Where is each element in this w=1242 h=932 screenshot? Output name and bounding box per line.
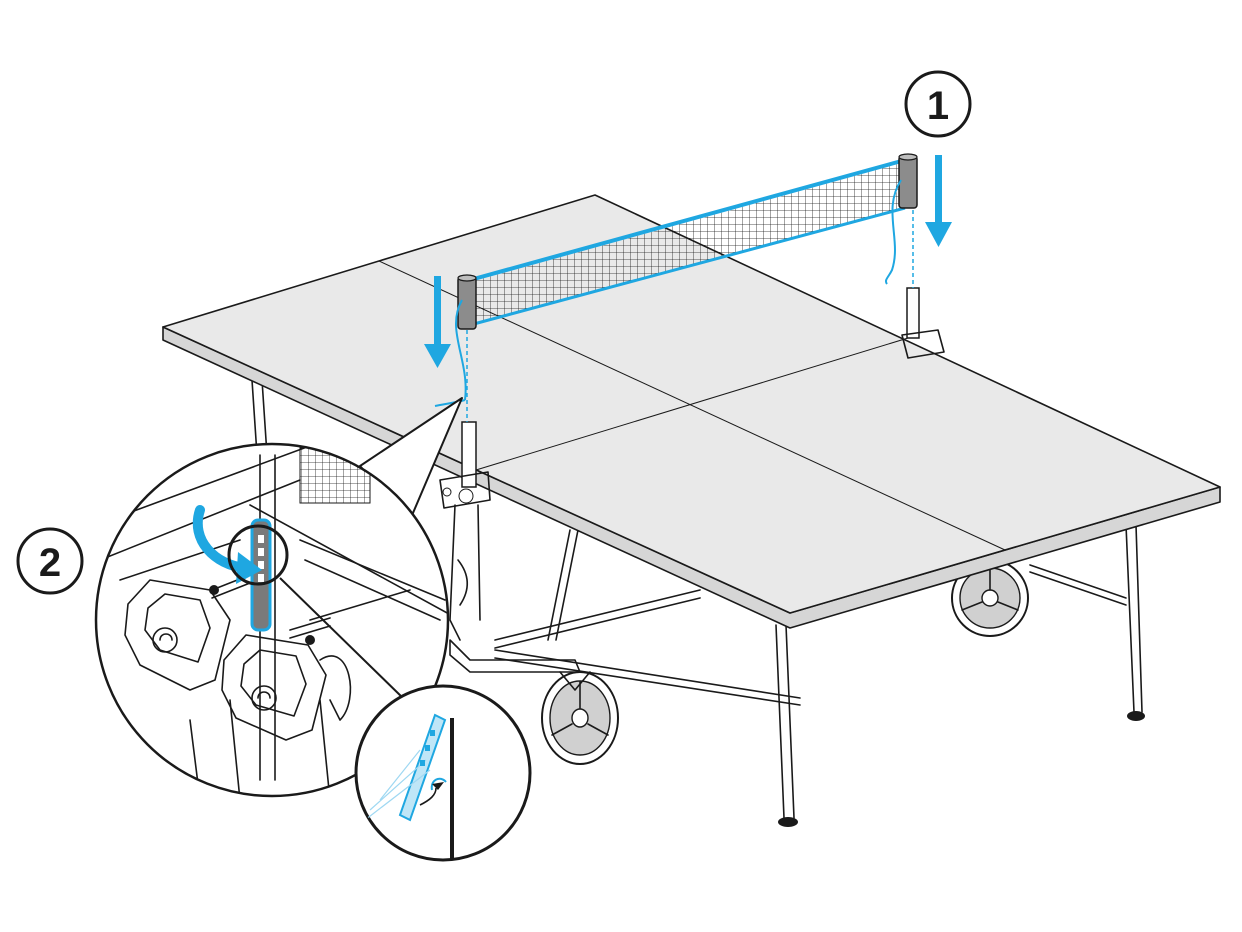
- cord-left: [434, 299, 467, 407]
- step-2-badge: 2: [16, 527, 84, 595]
- detail-circle-small: [354, 684, 532, 862]
- wheel-right: [951, 559, 1029, 637]
- half-line: [475, 337, 909, 471]
- table-top: [162, 194, 1221, 629]
- foot-front: [778, 817, 798, 827]
- step-1-number: 1: [927, 84, 949, 128]
- wheel-left: [541, 671, 619, 765]
- zoom-ring: [227, 524, 289, 586]
- leg-front: [775, 624, 785, 819]
- foot-right: [1127, 711, 1145, 721]
- step-1-badge: 1: [904, 70, 972, 138]
- down-arrow-icon: [424, 276, 451, 368]
- step-2-number: 2: [39, 541, 61, 585]
- net-post-right: [898, 155, 918, 209]
- detail-circle: [94, 442, 450, 798]
- rotate-arrow-icon: [192, 505, 250, 573]
- table-frame: [251, 379, 1145, 827]
- down-arrow-icon: [925, 155, 952, 247]
- leg-right: [1125, 524, 1135, 713]
- net-post-clamp-left: [439, 421, 491, 641]
- net: [434, 153, 918, 422]
- cord-right: [884, 179, 902, 285]
